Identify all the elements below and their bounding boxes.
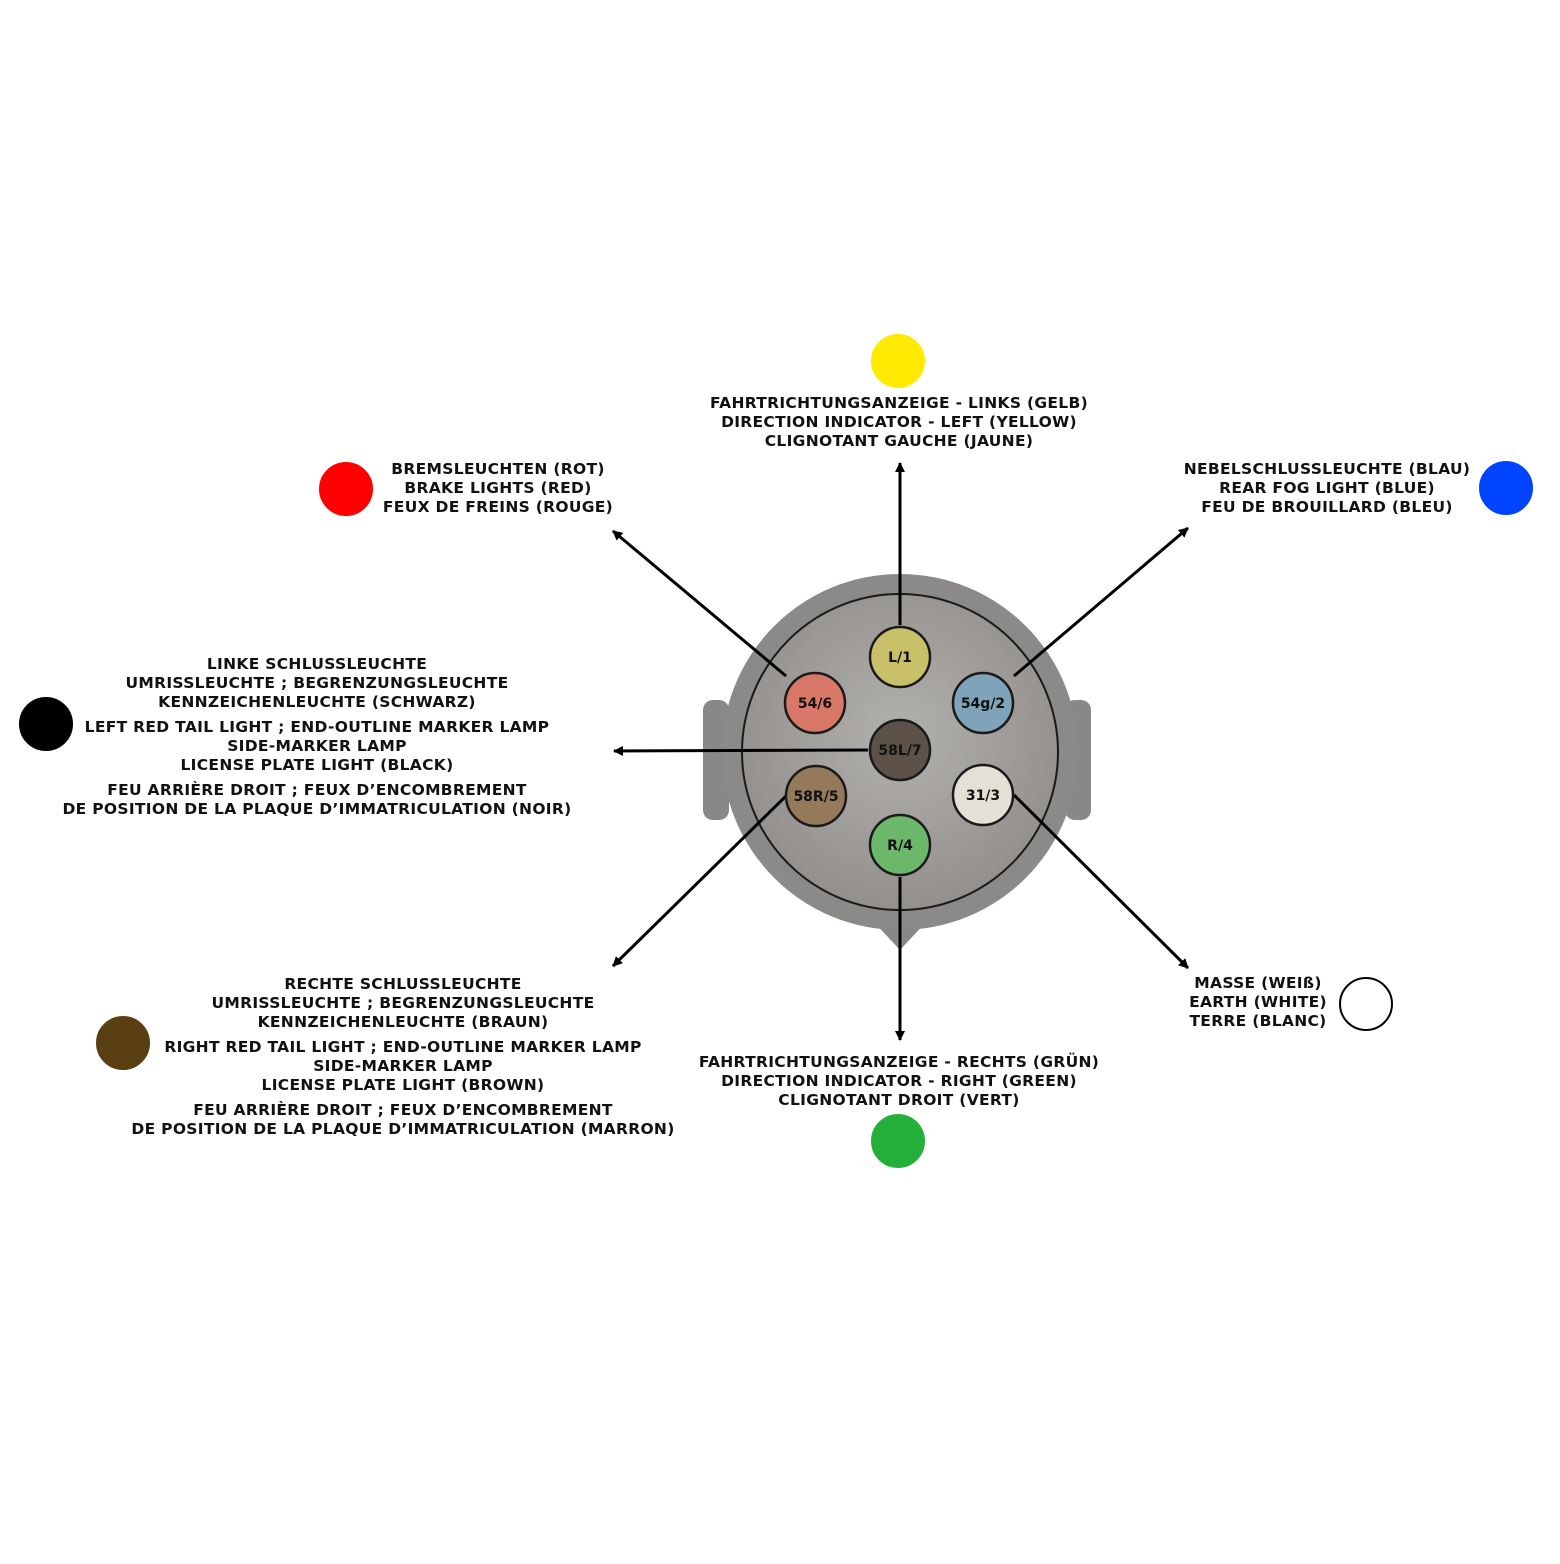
- description-line: SIDE-MARKER LAMP: [313, 1057, 493, 1075]
- pin-r4: R/4: [868, 813, 932, 877]
- description-line: SIDE-MARKER LAMP: [227, 737, 407, 755]
- pin-58l7: 58L/7: [868, 718, 932, 782]
- pin-description-546: BREMSLEUCHTEN (ROT)BRAKE LIGHTS (RED)FEU…: [383, 460, 613, 517]
- wire-color-dot-54g2: [1479, 461, 1533, 515]
- pin-description-313: MASSE (WEIß)EARTH (WHITE)TERRE (BLANC): [1189, 974, 1327, 1031]
- description-line: LICENSE PLATE LIGHT (BROWN): [261, 1076, 545, 1094]
- description-line: MASSE (WEIß): [1194, 974, 1322, 992]
- plug-lug-left: [703, 700, 729, 820]
- pin-label-58r5: 58R/5: [793, 789, 838, 805]
- pin-socket-l1: [868, 625, 932, 689]
- wire-color-dot-r4: [871, 1114, 925, 1168]
- description-line: REAR FOG LIGHT (BLUE): [1219, 479, 1435, 497]
- description-line: DE POSITION DE LA PLAQUE D’IMMATRICULATI…: [131, 1120, 675, 1138]
- pin-546: 54/6: [783, 671, 847, 735]
- pin-socket-58r5: [784, 764, 848, 828]
- wire-color-dot-58r5: [96, 1016, 150, 1070]
- description-line: UMRISSLEUCHTE ; BEGRENZUNGSLEUCHTE: [125, 674, 509, 692]
- description-line: FEU ARRIÈRE DROIT ; FEUX D’ENCOMBREMENT: [107, 781, 527, 799]
- description-line: FEU ARRIÈRE DROIT ; FEUX D’ENCOMBREMENT: [193, 1101, 613, 1119]
- arrow-58l7: [613, 745, 869, 756]
- pin-label-58l7: 58L/7: [878, 743, 921, 759]
- pin-l1: L/1: [868, 625, 932, 689]
- description-line: DIRECTION INDICATOR - RIGHT (GREEN): [721, 1072, 1077, 1090]
- description-line: TERRE (BLANC): [1189, 1012, 1327, 1030]
- arrows-layer: [611, 462, 1190, 1041]
- pin-58r5: 58R/5: [784, 764, 848, 828]
- pin-label-546: 54/6: [798, 696, 832, 712]
- description-line: LEFT RED TAIL LIGHT ; END-OUTLINE MARKER…: [84, 718, 550, 736]
- description-line: KENNZEICHENLEUCHTE (BRAUN): [257, 1013, 549, 1031]
- pin-socket-r4: [868, 813, 932, 877]
- description-line: RIGHT RED TAIL LIGHT ; END-OUTLINE MARKE…: [164, 1038, 642, 1056]
- arrow-546: [612, 529, 787, 678]
- description-line: CLIGNOTANT GAUCHE (JAUNE): [764, 432, 1034, 450]
- description-line: LINKE SCHLUSSLEUCHTE: [206, 655, 428, 673]
- wire-color-dot-313: [1339, 977, 1393, 1031]
- pin-socket-313: [951, 763, 1015, 827]
- description-line: KENNZEICHENLEUCHTE (SCHWARZ): [158, 693, 476, 711]
- description-line: FAHRTRICHTUNGSANZEIGE - LINKS (GELB): [710, 394, 1088, 412]
- pin-socket-58l7: [868, 718, 932, 782]
- pin-socket-546: [783, 671, 847, 735]
- pin-description-r4: FAHRTRICHTUNGSANZEIGE - RECHTS (GRÜN)DIR…: [699, 1053, 1099, 1110]
- description-line: DIRECTION INDICATOR - LEFT (YELLOW): [721, 413, 1077, 431]
- color-dots-layer: [19, 334, 1533, 1168]
- pin-54g2: 54g/2: [951, 671, 1015, 735]
- pin-socket-54g2: [951, 671, 1015, 735]
- description-line: BRAKE LIGHTS (RED): [404, 479, 592, 497]
- arrow-54g2: [1013, 526, 1189, 678]
- arrow-313: [1012, 793, 1190, 970]
- description-line: FEUX DE FREINS (ROUGE): [382, 498, 614, 516]
- description-line: CLIGNOTANT DROIT (VERT): [778, 1091, 1020, 1109]
- arrow-58r5: [611, 794, 788, 968]
- pin-description-l1: FAHRTRICHTUNGSANZEIGE - LINKS (GELB)DIRE…: [710, 394, 1088, 451]
- pin-label-54g2: 54g/2: [961, 696, 1005, 712]
- description-line: EARTH (WHITE): [1189, 993, 1327, 1011]
- description-line: BREMSLEUCHTEN (ROT): [391, 460, 605, 478]
- wire-color-dot-l1: [871, 334, 925, 388]
- pin-description-54g2: NEBELSCHLUSSLEUCHTE (BLAU)REAR FOG LIGHT…: [1184, 460, 1471, 517]
- description-line: RECHTE SCHLUSSLEUCHTE: [284, 975, 522, 993]
- pin-label-l1: L/1: [888, 650, 912, 666]
- description-line: FAHRTRICHTUNGSANZEIGE - RECHTS (GRÜN): [698, 1053, 1100, 1071]
- wire-color-dot-58l7: [19, 697, 73, 751]
- pin-label-313: 31/3: [966, 788, 1000, 804]
- description-line: DE POSITION DE LA PLAQUE D’IMMATRICULATI…: [62, 800, 572, 818]
- description-line: UMRISSLEUCHTE ; BEGRENZUNGSLEUCHTE: [211, 994, 595, 1012]
- pins-layer: L/1 54/6 54g/2 58L/7 58R/5 31/3R/4: [783, 625, 1015, 877]
- pin-label-r4: R/4: [887, 838, 913, 854]
- description-line: NEBELSCHLUSSLEUCHTE (BLAU): [1183, 460, 1471, 478]
- pin-313: 31/3: [951, 763, 1015, 827]
- description-line: FEU DE BROUILLARD (BLEU): [1201, 498, 1453, 516]
- wire-color-dot-546: [319, 462, 373, 516]
- description-line: LICENSE PLATE LIGHT (BLACK): [180, 756, 454, 774]
